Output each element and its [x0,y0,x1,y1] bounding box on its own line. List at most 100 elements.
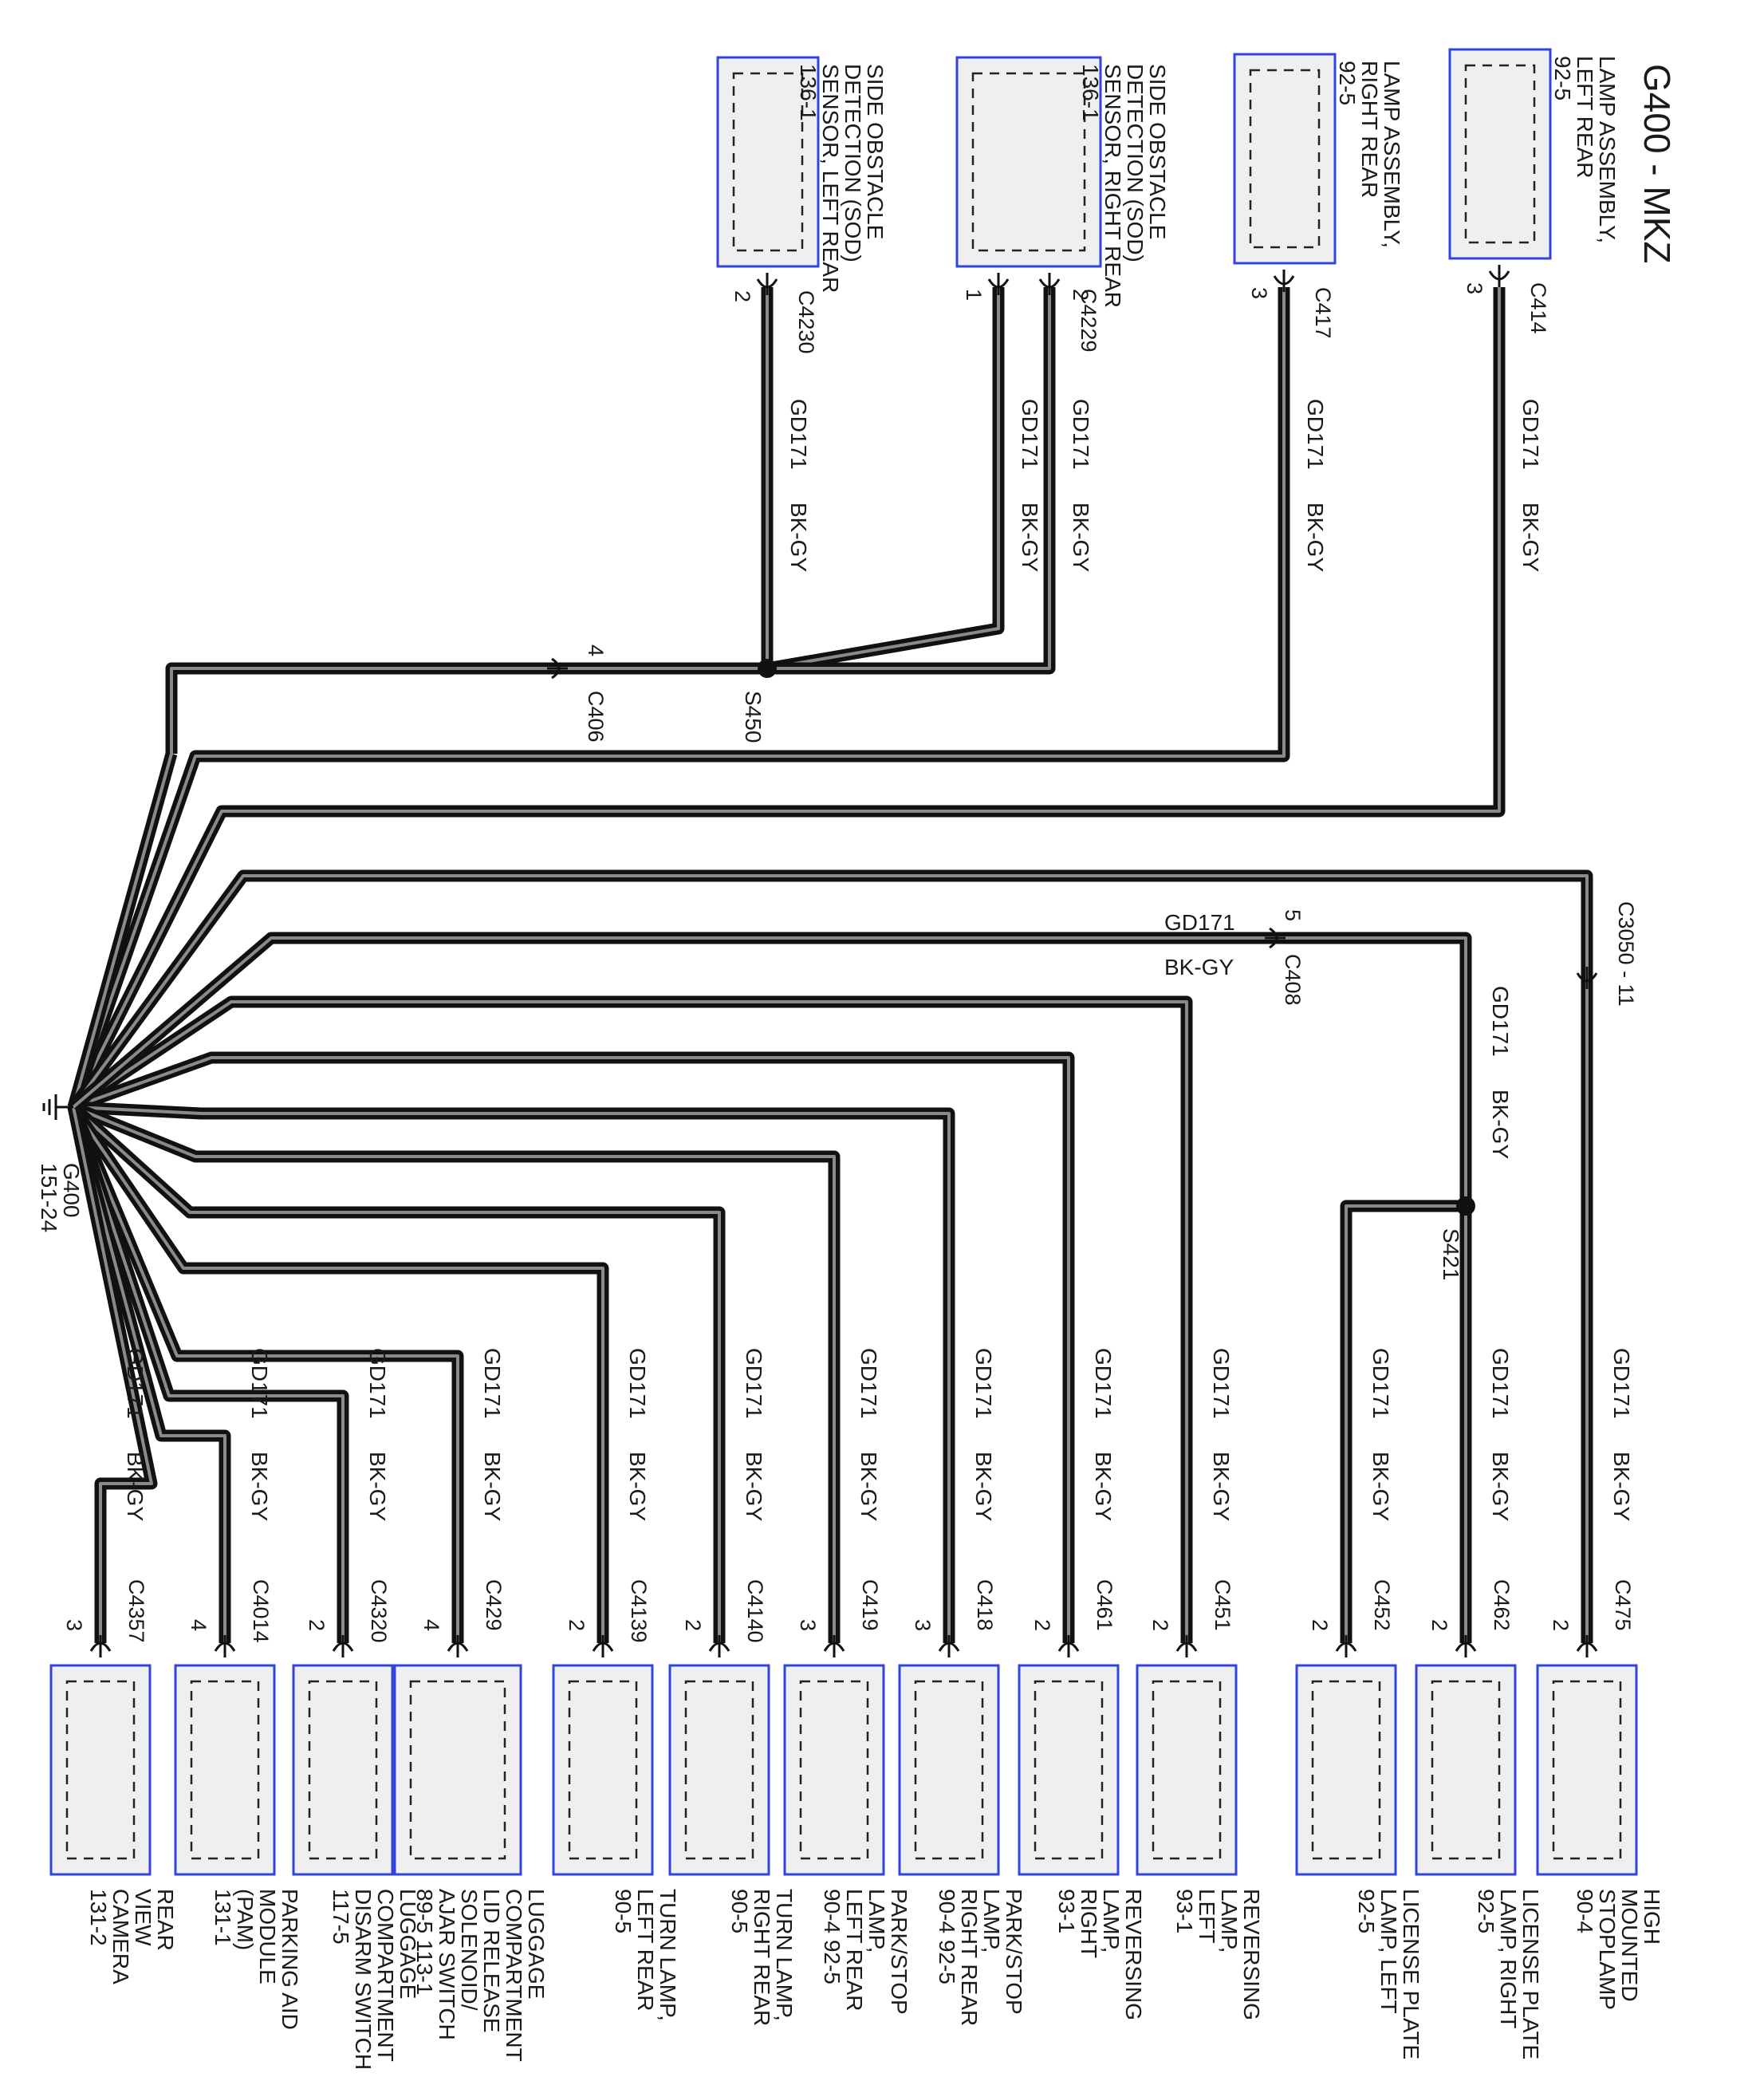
component-hmsl [1536,1664,1638,1876]
label-lamp_right_rear: RIGHT REAR [1357,61,1382,198]
label-pam: 131-1 [211,1889,235,1946]
wire-turn_r-color: BK-GY [742,1452,766,1521]
wire-sod_left_rear-circuit: GD171 [786,399,811,470]
wire-sod_right_rear-1-color: BK-GY [1018,503,1042,572]
label-ps_l: PARK/STOP [887,1889,912,2015]
wire-lug_sw [67,1105,349,1643]
connector-mark-hmsl [1576,1635,1598,1657]
label-lug_sol: AJAR SWITCH [435,1889,459,2040]
connector-turn_r: C4140 [743,1579,767,1643]
wire-pam-color: BK-GY [247,1452,272,1521]
wire-lamp_right_rear-color: BK-GY [1303,503,1328,572]
pin-turn_r: 2 [681,1619,705,1631]
wire-lamp_left_rear-color: BK-GY [1518,503,1543,572]
wire-lug_sw-circuit: GD171 [365,1348,390,1419]
pin-ps_r: 3 [911,1619,935,1631]
wire-ps_l-color: BK-GY [856,1452,881,1521]
label-turn_r: RIGHT REAR [750,1889,774,2026]
pin-lic_r: 2 [1427,1619,1451,1631]
wire-rvc-circuit: GD171 [123,1348,148,1419]
wire-hmsl-color: BK-GY [1609,1452,1634,1521]
pin-sod_right_rear: 2 [1069,289,1093,301]
connector-mark-lic_l [1335,1635,1357,1657]
connector-marks [89,265,1598,1657]
connector-mark-lug_sw [332,1635,354,1657]
label-pam: (PAM) [233,1889,258,1950]
wire-lic_r-circuit: GD171 [1488,1348,1513,1419]
label-turn_l: TURN LAMP, [656,1889,680,2021]
label-rev_l: LAMP, [1217,1889,1242,1953]
wire-lic-right [69,932,1472,1643]
label-rev_r: 93-1 [1054,1889,1079,1933]
connector-pam: C4014 [249,1579,273,1643]
label-sod_right_rear: SENSOR, RIGHT REAR [1101,64,1125,308]
pin-ps_l: 3 [796,1619,820,1631]
pin-lamp_right_rear: 3 [1247,287,1271,299]
wire-harness [67,287,1593,1643]
pin-c408: 5 [1281,909,1305,921]
connector-ps_r: C418 [973,1579,997,1631]
connector-mark-rev_r [1057,1635,1080,1657]
connector-mark-ps_l [823,1635,845,1657]
splice-s421 [1456,1196,1475,1216]
label-hmsl: STOPLAMP [1595,1889,1620,2010]
wire-turn_l-color: BK-GY [625,1452,650,1521]
component-turn_l [552,1664,654,1876]
label-lug_sw: DISARM SWITCH [351,1889,376,2070]
label-sod_right_rear: SIDE OBSTACLE [1145,64,1170,239]
splice-label-s421: S421 [1439,1228,1463,1280]
label-lamp_left_rear: 92-5 [1550,56,1575,100]
wire-lug_sol-circuit: GD171 [480,1348,505,1419]
label-lamp_left_rear: LEFT REAR [1573,56,1597,179]
connector-mark-lamp_right_rear [1273,270,1295,292]
connector-mark-rvc [89,1635,112,1657]
connector-mark-pam [214,1635,236,1657]
connector-mark-lamp_left_rear [1488,265,1510,287]
connector-mark-c406 [547,657,568,680]
label-lug_sol: COMPARTMENT [502,1889,526,2062]
label-lug_sol: SOLENOID/ [457,1889,482,2011]
wire-sod_right_rear-2-color: BK-GY [1069,503,1093,572]
connector-hmsl: C475 [1611,1579,1635,1631]
wire-s450-c406 [165,662,767,754]
component-ps_r [898,1664,1000,1876]
label-rev_l: LEFT [1195,1889,1219,1943]
pin-rev_l: 2 [1148,1619,1172,1631]
connector-mark-sod_left_rear [756,273,778,295]
label-lug_sw: LUGGAGE [396,1889,420,1999]
connector-rev_r: C461 [1093,1579,1116,1631]
wire-ps_r-color: BK-GY [971,1452,996,1521]
wire-rev_l-circuit: GD171 [1209,1348,1234,1419]
wire-ps_l-circuit: GD171 [856,1348,881,1419]
wire-lug_sol [68,1105,464,1643]
wire-sod-right-2 [767,287,1056,675]
label-lic_l: LICENSE PLATE [1399,1889,1423,2059]
label-ps_l: 90-4 92-5 [820,1889,845,1984]
splice-s450 [758,659,777,678]
label-lic_l: 92-5 [1354,1889,1379,1933]
label-ps_l: LEFT REAR [842,1889,867,2012]
wire-hmsl-circuit: GD171 [1609,1348,1634,1419]
connector-mark-rev_l [1175,1635,1198,1657]
label-rev_r: LAMP, [1099,1889,1124,1953]
wire-lamp-left-rear [68,287,1506,1110]
wire-lic_r-color: BK-GY [1488,1452,1513,1521]
wire-c408-vertical-color: BK-GY [1488,1090,1513,1159]
label-sod_left_rear: 136-1 [796,64,821,121]
connector-c408: C408 [1281,954,1305,1006]
label-hmsl: MOUNTED [1617,1889,1642,2002]
label-sod_left_rear: DETECTION (SOD) [841,64,865,262]
wire-lamp_left_rear-circuit: GD171 [1518,399,1543,470]
label-lug_sw: COMPARTMENT [373,1889,398,2062]
label-lic_l: LAMP, LEFT [1376,1889,1401,2014]
connector-mark-turn_l [592,1635,614,1657]
connector-mark-lic_r [1455,1635,1477,1657]
wire-rev_r-circuit: GD171 [1091,1348,1116,1419]
label-turn_l: LEFT REAR [633,1889,658,2012]
connector-rvc: C4357 [124,1579,148,1643]
label-lug_sol: LUGGAGE [524,1889,549,1999]
component-lamp_left_rear [1448,48,1552,260]
label-lug_sol: LID RELEASE [479,1889,504,2033]
label-rvc: 131-2 [86,1889,111,1946]
label-rvc: REAR [153,1889,178,1951]
